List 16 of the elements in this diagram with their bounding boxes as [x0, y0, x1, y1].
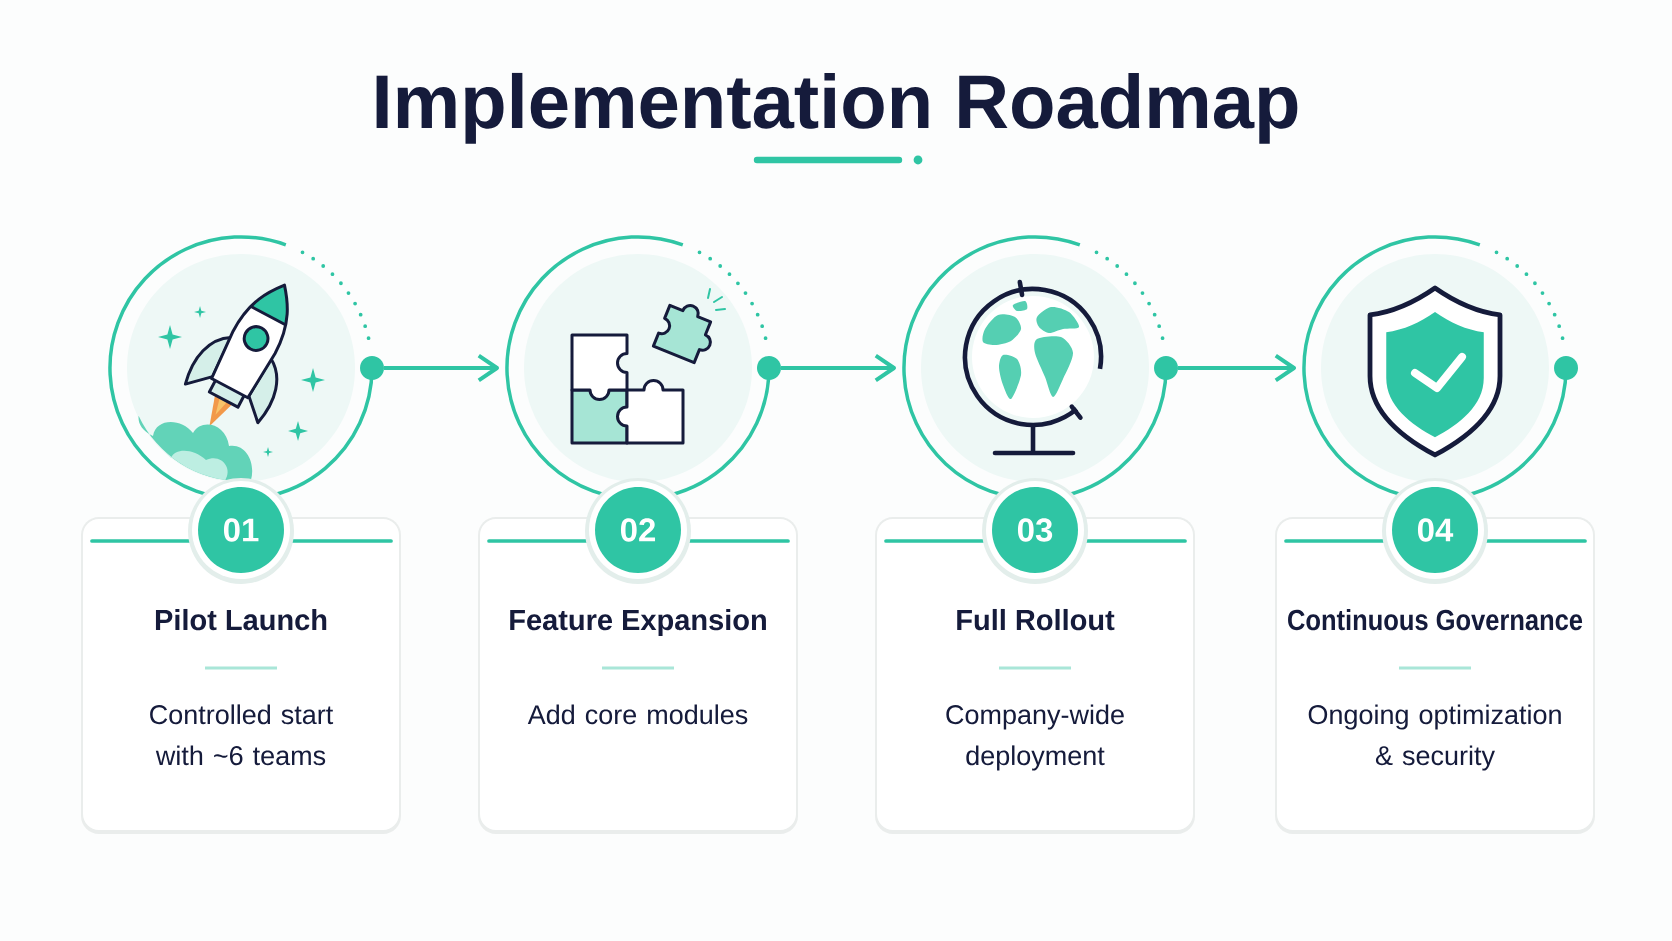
- arrow: [382, 353, 499, 383]
- step-description: Company-wide deployment: [946, 704, 1124, 771]
- step-number-badge: 04: [1382, 478, 1488, 584]
- step-title: Full Rollout: [957, 608, 1115, 631]
- step-title: Pilot Launch: [155, 608, 327, 631]
- arrow: [1176, 353, 1296, 383]
- title: Implementation Roadmap: [376, 72, 1298, 144]
- step-description: Ongoing optimization & security: [1308, 704, 1561, 771]
- step-description: Add core modules: [527, 704, 748, 725]
- step-title: Feature Expansion: [510, 608, 766, 636]
- step-number-badge: 03: [982, 478, 1088, 584]
- arrow: [779, 353, 896, 383]
- step-number-badge: 02: [585, 478, 691, 584]
- step-number-badge: 01: [188, 478, 294, 584]
- step-description: Controlled start with ~6 teams: [150, 704, 334, 766]
- step-title: Continuous Governance: [1288, 608, 1583, 631]
